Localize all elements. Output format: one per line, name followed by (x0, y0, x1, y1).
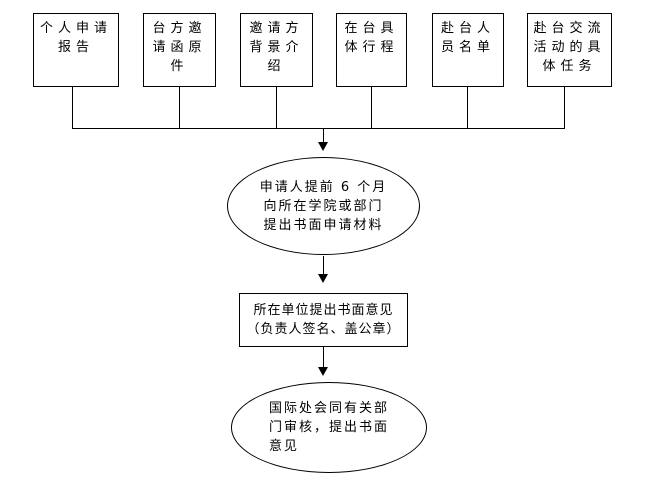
material-box-label: 赴台人 员名单 (440, 21, 495, 55)
step-ellipse-international-office-review: 国际处会同有关部 门审核，提出书面 意见 (231, 382, 427, 473)
material-box-personal-application-report: 个人申请 报告 (33, 13, 119, 87)
connector-line-box2 (179, 87, 180, 128)
step-label: 申请人提前 6 个月 向所在学院或部门 提出书面申请材料 (259, 179, 388, 233)
arrow-1-head-icon (318, 142, 328, 151)
material-box-label: 个人申请 报告 (39, 21, 112, 55)
connector-line-box5 (467, 87, 468, 128)
arrow-2-head-icon (318, 274, 328, 283)
connector-line-box6 (564, 87, 565, 128)
material-box-taiwan-itinerary: 在台具 体行程 (336, 13, 407, 87)
arrow-3-head-icon (318, 367, 328, 376)
arrow-1-stem (323, 128, 324, 143)
step-ellipse-submit-application: 申请人提前 6 个月 向所在学院或部门 提出书面申请材料 (227, 157, 420, 255)
material-box-inviter-background: 邀请方 背景介 绍 (240, 13, 313, 87)
connector-line-box3 (276, 87, 277, 128)
material-box-label: 在台具 体行程 (344, 21, 399, 55)
material-box-exchange-tasks: 赴台交流 活动的具 体任务 (527, 13, 612, 87)
collector-line (72, 128, 565, 129)
step-rect-unit-written-opinion: 所在单位提出书面意见 （负责人签名、盖公章） (239, 293, 408, 347)
step-label: 国际处会同有关部 门审核，提出书面 意见 (269, 401, 390, 454)
arrow-3-stem (323, 347, 324, 368)
material-box-invitation-letter-original: 台方邀 请函原 件 (143, 13, 216, 87)
connector-line-box1 (72, 87, 73, 128)
arrow-2-stem (323, 256, 324, 275)
material-box-label: 邀请方 背景介 绍 (249, 21, 304, 74)
material-box-personnel-list: 赴台人 员名单 (432, 13, 504, 87)
connector-line-box4 (371, 87, 372, 128)
material-box-label: 台方邀 请函原 件 (152, 21, 207, 74)
material-box-label: 赴台交流 活动的具 体任务 (533, 21, 606, 74)
step-label: 所在单位提出书面意见 （负责人签名、盖公章） (246, 303, 401, 337)
